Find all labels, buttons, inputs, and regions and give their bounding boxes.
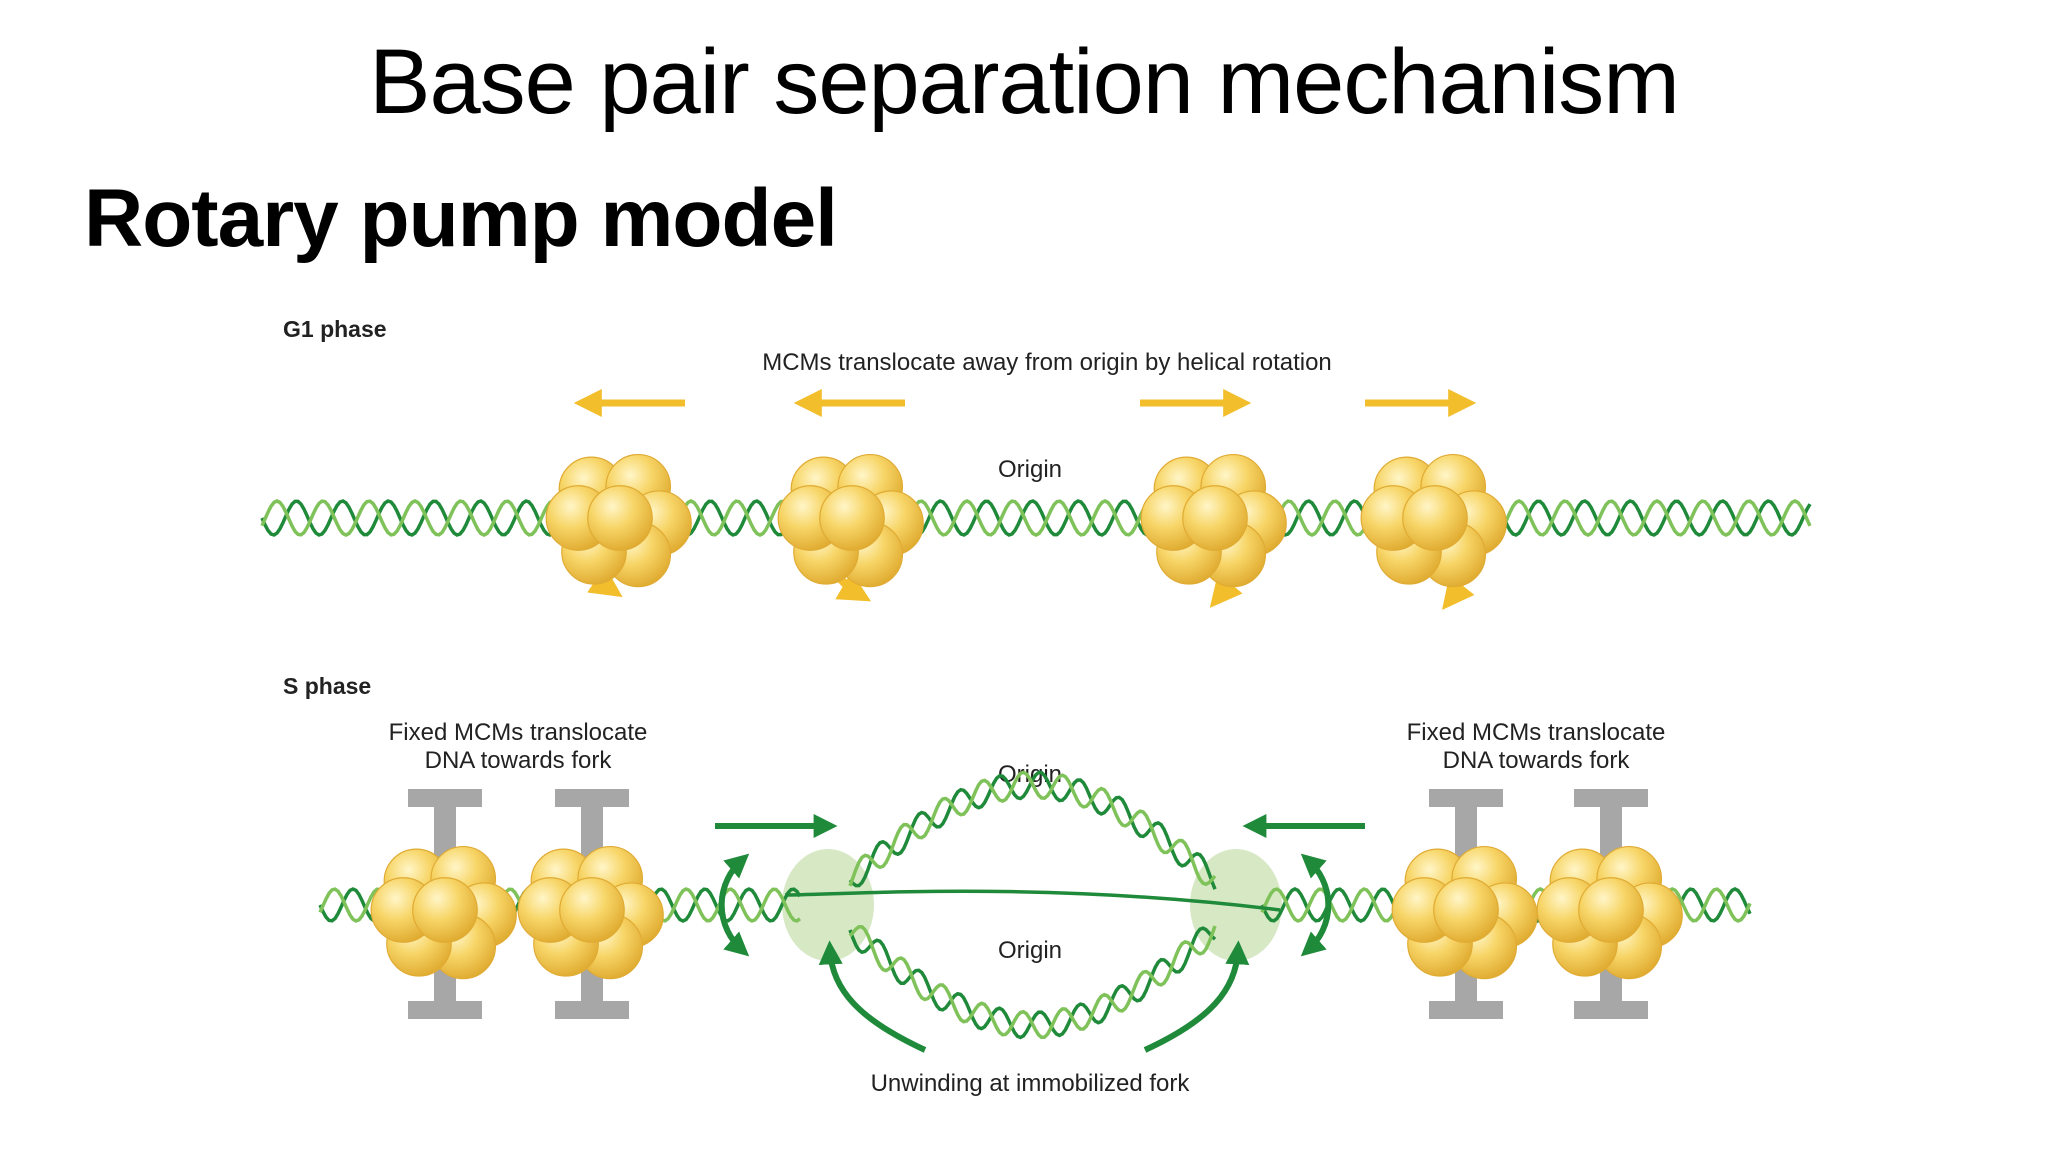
g1-phase-label: G1 phase: [283, 316, 387, 342]
mcm-hexamer-icon: [370, 845, 517, 980]
rotation-arrow-icon: [1300, 853, 1332, 957]
mcm-hexamer-icon: [777, 453, 924, 588]
g1-dna-helix: [260, 499, 1812, 537]
g1-mcm-hexamers: [545, 453, 1507, 588]
mcm-hexamer-icon: [1391, 845, 1538, 980]
s-origin-bottom-label: Origin: [998, 937, 1062, 964]
slide-title: Base pair separation mechanism: [369, 31, 1680, 133]
curved-arrow-icon: [818, 940, 927, 1053]
s-phase-label: S phase: [283, 673, 371, 699]
mcm-hexamer-icon: [517, 845, 664, 980]
s-mcm-hexamers: [370, 845, 1683, 980]
fork-strand: [784, 889, 1281, 912]
curved-arrow-icon: [1143, 940, 1250, 1053]
slide-subtitle: Rotary pump model: [84, 173, 838, 264]
s-left-label-line2: DNA towards fork: [425, 747, 613, 774]
s-right-label-line2: DNA towards fork: [1443, 747, 1631, 774]
g1-caption: MCMs translocate away from origin by hel…: [762, 349, 1332, 376]
g1-origin-label: Origin: [998, 456, 1062, 483]
s-right-label-line1: Fixed MCMs translocate: [1407, 719, 1666, 746]
mcm-hexamer-icon: [1536, 845, 1683, 980]
mcm-hexamer-icon: [1140, 453, 1287, 588]
s-bottom-caption: Unwinding at immobilized fork: [871, 1070, 1191, 1097]
rotation-arrow-icon: [718, 853, 750, 957]
mcm-hexamer-icon: [545, 453, 692, 588]
s-left-label-line1: Fixed MCMs translocate: [389, 719, 648, 746]
fork-bubble-left: [782, 849, 874, 961]
mcm-hexamer-icon: [1360, 453, 1507, 588]
